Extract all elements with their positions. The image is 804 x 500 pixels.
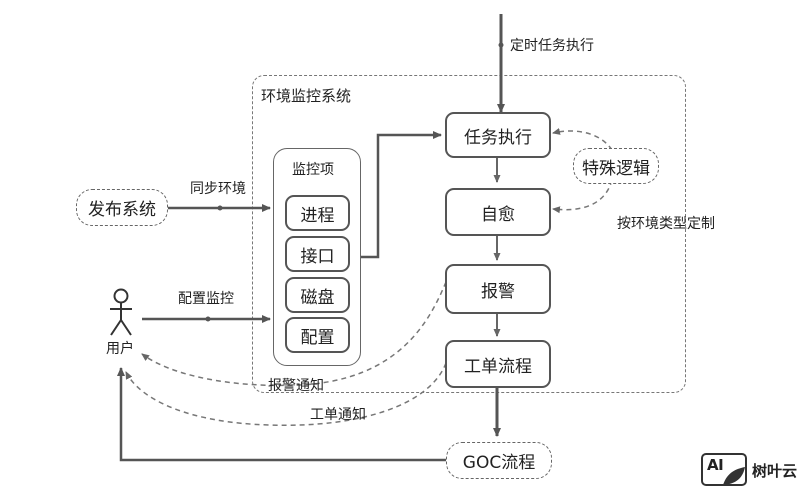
- goc-flow-node: GOC流程: [446, 442, 552, 479]
- monitor-item-interface: 接口: [285, 236, 350, 272]
- label-ticket-notify: 工单通知: [310, 407, 366, 423]
- monitor-item-process: 进程: [285, 195, 350, 231]
- watermark-brand: 树叶云: [752, 462, 798, 480]
- edge-special-to-task: [552, 128, 613, 151]
- watermark-logo: AI: [701, 453, 747, 486]
- publish-system-node: 发布系统: [76, 189, 168, 226]
- self-heal-node: 自愈: [445, 188, 551, 236]
- edge-ticket-notify: [125, 362, 447, 427]
- label-scheduled-task: 定时任务执行: [510, 38, 594, 54]
- edge-scheduled-dot: [498, 42, 504, 48]
- task-execution-node: 任务执行: [445, 112, 551, 158]
- edge-sync-dot: [217, 205, 223, 211]
- watermark-leaf-icon: [723, 467, 745, 484]
- user-icon: [110, 288, 132, 336]
- watermark-logo-text: AI: [707, 456, 724, 474]
- monitor-item-config: 配置: [285, 317, 350, 353]
- user-label: 用户: [106, 341, 134, 357]
- monitor-item-disk: 磁盘: [285, 277, 350, 313]
- edge-goc-to-user: [117, 367, 446, 462]
- edge-config-dot: [205, 316, 211, 322]
- edge-special-to-selfheal: [552, 179, 613, 214]
- edge-interface-to-task: [350, 131, 442, 259]
- edge-alarm-notify: [141, 281, 447, 387]
- ticket-flow-node: 工单流程: [445, 340, 551, 388]
- label-config-monitor: 配置监控: [178, 291, 234, 307]
- label-by-env-type: 按环境类型定制: [617, 216, 715, 232]
- label-alarm-notify: 报警通知: [268, 378, 324, 394]
- label-sync-env: 同步环境: [190, 181, 246, 197]
- monitor-items-title: 监控项: [292, 162, 334, 178]
- special-logic-node: 特殊逻辑: [573, 148, 659, 184]
- env-monitor-system-title: 环境监控系统: [261, 87, 352, 105]
- alarm-node: 报警: [445, 264, 551, 314]
- env-monitor-system-frame: [252, 75, 686, 393]
